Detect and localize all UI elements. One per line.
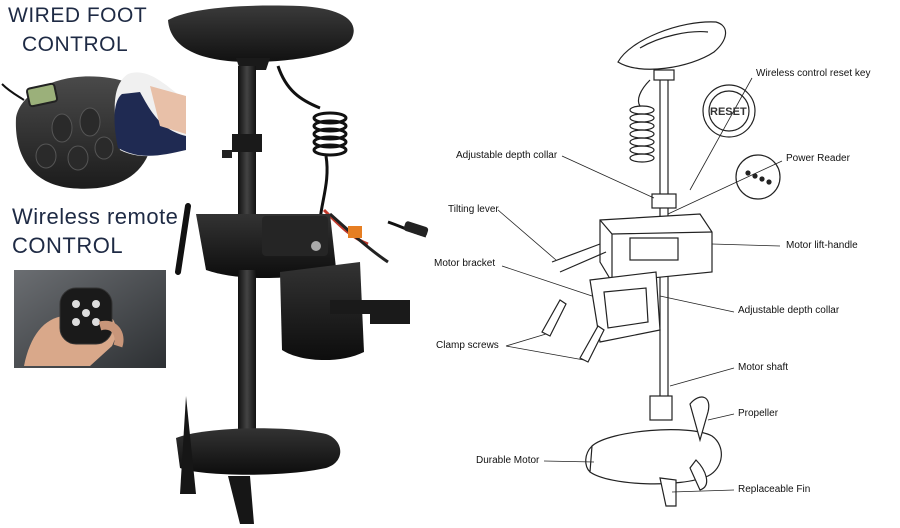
wireless-remote-photo bbox=[14, 270, 166, 368]
callout-power-reader: Power Reader bbox=[786, 153, 850, 164]
wired-foot-control-title: WIRED FOOT bbox=[8, 4, 148, 27]
line-diagram bbox=[497, 21, 783, 507]
callout-depth-collar-top: Adjustable depth collar bbox=[456, 150, 558, 161]
callout-motor-shaft: Motor shaft bbox=[738, 362, 789, 373]
callout-propeller: Propeller bbox=[738, 408, 779, 419]
callout-reset-key: Wireless control reset key bbox=[756, 68, 871, 79]
callout-tilting-lever: Tilting lever bbox=[448, 204, 499, 215]
wireless-remote-subtitle: CONTROL bbox=[12, 233, 124, 258]
callout-clamp-screws: Clamp screws bbox=[436, 340, 499, 351]
wireless-remote-title: Wireless remote bbox=[12, 204, 179, 229]
callout-motor-bracket: Motor bracket bbox=[434, 258, 496, 269]
trolling-motor-photo bbox=[168, 5, 429, 524]
reset-button-label: RESET bbox=[710, 106, 747, 118]
wired-foot-control-subtitle: CONTROL bbox=[22, 33, 129, 56]
callout-durable-motor: Durable Motor bbox=[476, 455, 540, 466]
callout-lift-handle: Motor lift-handle bbox=[786, 240, 858, 251]
foot-pedal-photo bbox=[1, 72, 186, 189]
callout-replaceable-fin: Replaceable Fin bbox=[738, 484, 811, 495]
callout-depth-collar-bottom: Adjustable depth collar bbox=[738, 305, 840, 316]
